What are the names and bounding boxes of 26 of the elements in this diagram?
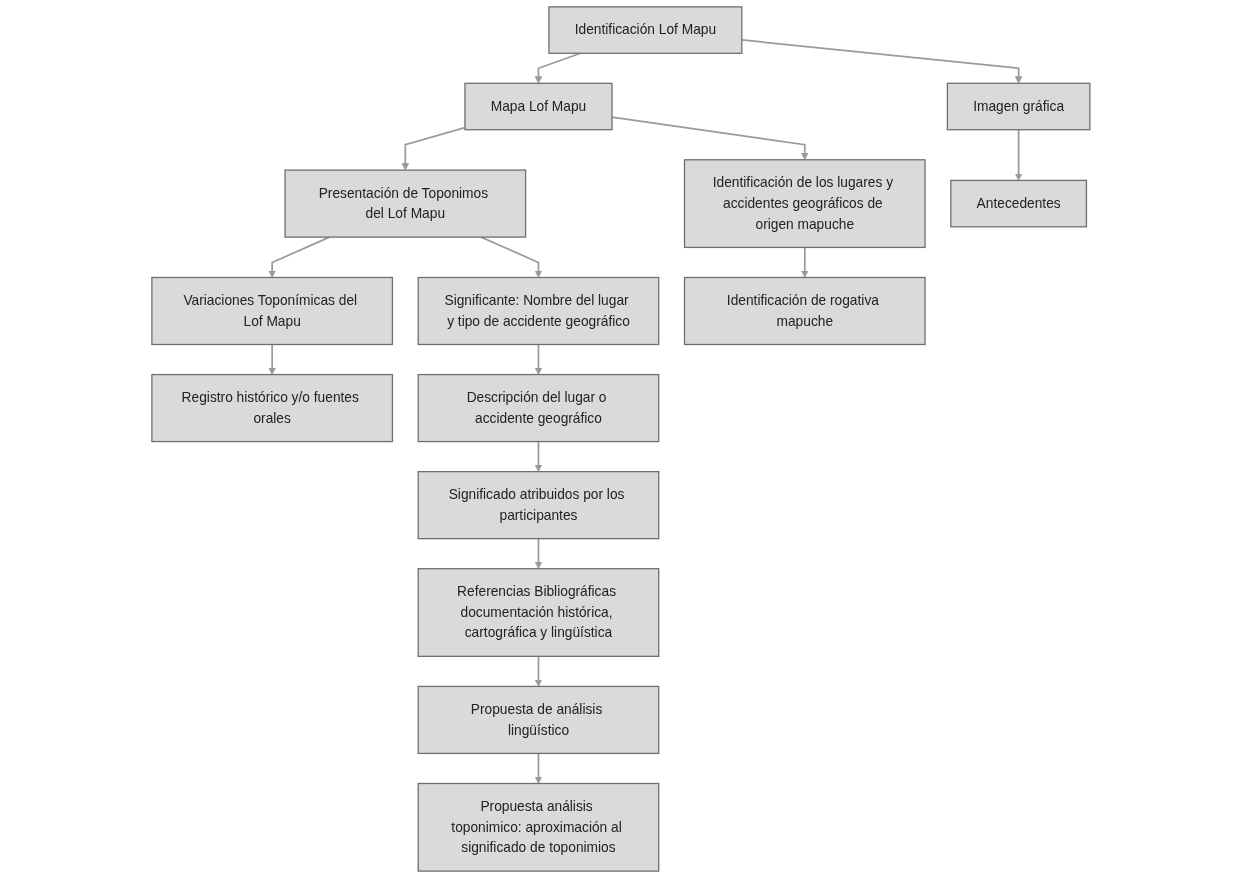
node-box: Presentación de Toponimos del Lof Mapu xyxy=(284,169,526,238)
node-box: Imagen gráfica xyxy=(946,82,1091,131)
node-box: Descripción del lugar o accidente geográfico xyxy=(417,373,659,443)
node-box: Referencias Bibliográficas documentación histórica, cartográfica y lingüística xyxy=(417,568,659,657)
node-box: Identificación Lof Mapu xyxy=(547,6,743,54)
node-box: Variaciones Toponímicas del Lof Mapu xyxy=(150,276,393,346)
node-box: Propuesta análisis toponimico: aproximación al significado de toponimios xyxy=(417,782,659,872)
node-box: Antecedentes xyxy=(949,179,1087,228)
node-box: Identificación de rogativa mapuche xyxy=(683,276,926,346)
arrow xyxy=(401,126,466,171)
arrow xyxy=(534,343,542,375)
arrow xyxy=(800,246,809,278)
node-box: Significado atribuidos por los participantes xyxy=(417,471,659,540)
arrow xyxy=(534,537,542,570)
arrow xyxy=(268,343,276,375)
node-box: Mapa Lof Mapu xyxy=(463,82,613,131)
node-box: Registro histórico y/o fuentes orales xyxy=(150,373,393,443)
arrow xyxy=(534,440,542,472)
arrow xyxy=(534,655,542,687)
node-box: Propuesta de análisis lingüístico xyxy=(417,685,659,755)
node-box: Significante: Nombre del lugar y tipo de accidente geográfico xyxy=(417,276,659,346)
arrow xyxy=(268,236,330,278)
arrow xyxy=(534,752,542,784)
arrow xyxy=(1014,128,1023,181)
arrow xyxy=(534,52,581,84)
node-box: Identificación de los lugares y accidentes geográficos de origen mapuche xyxy=(683,159,926,249)
